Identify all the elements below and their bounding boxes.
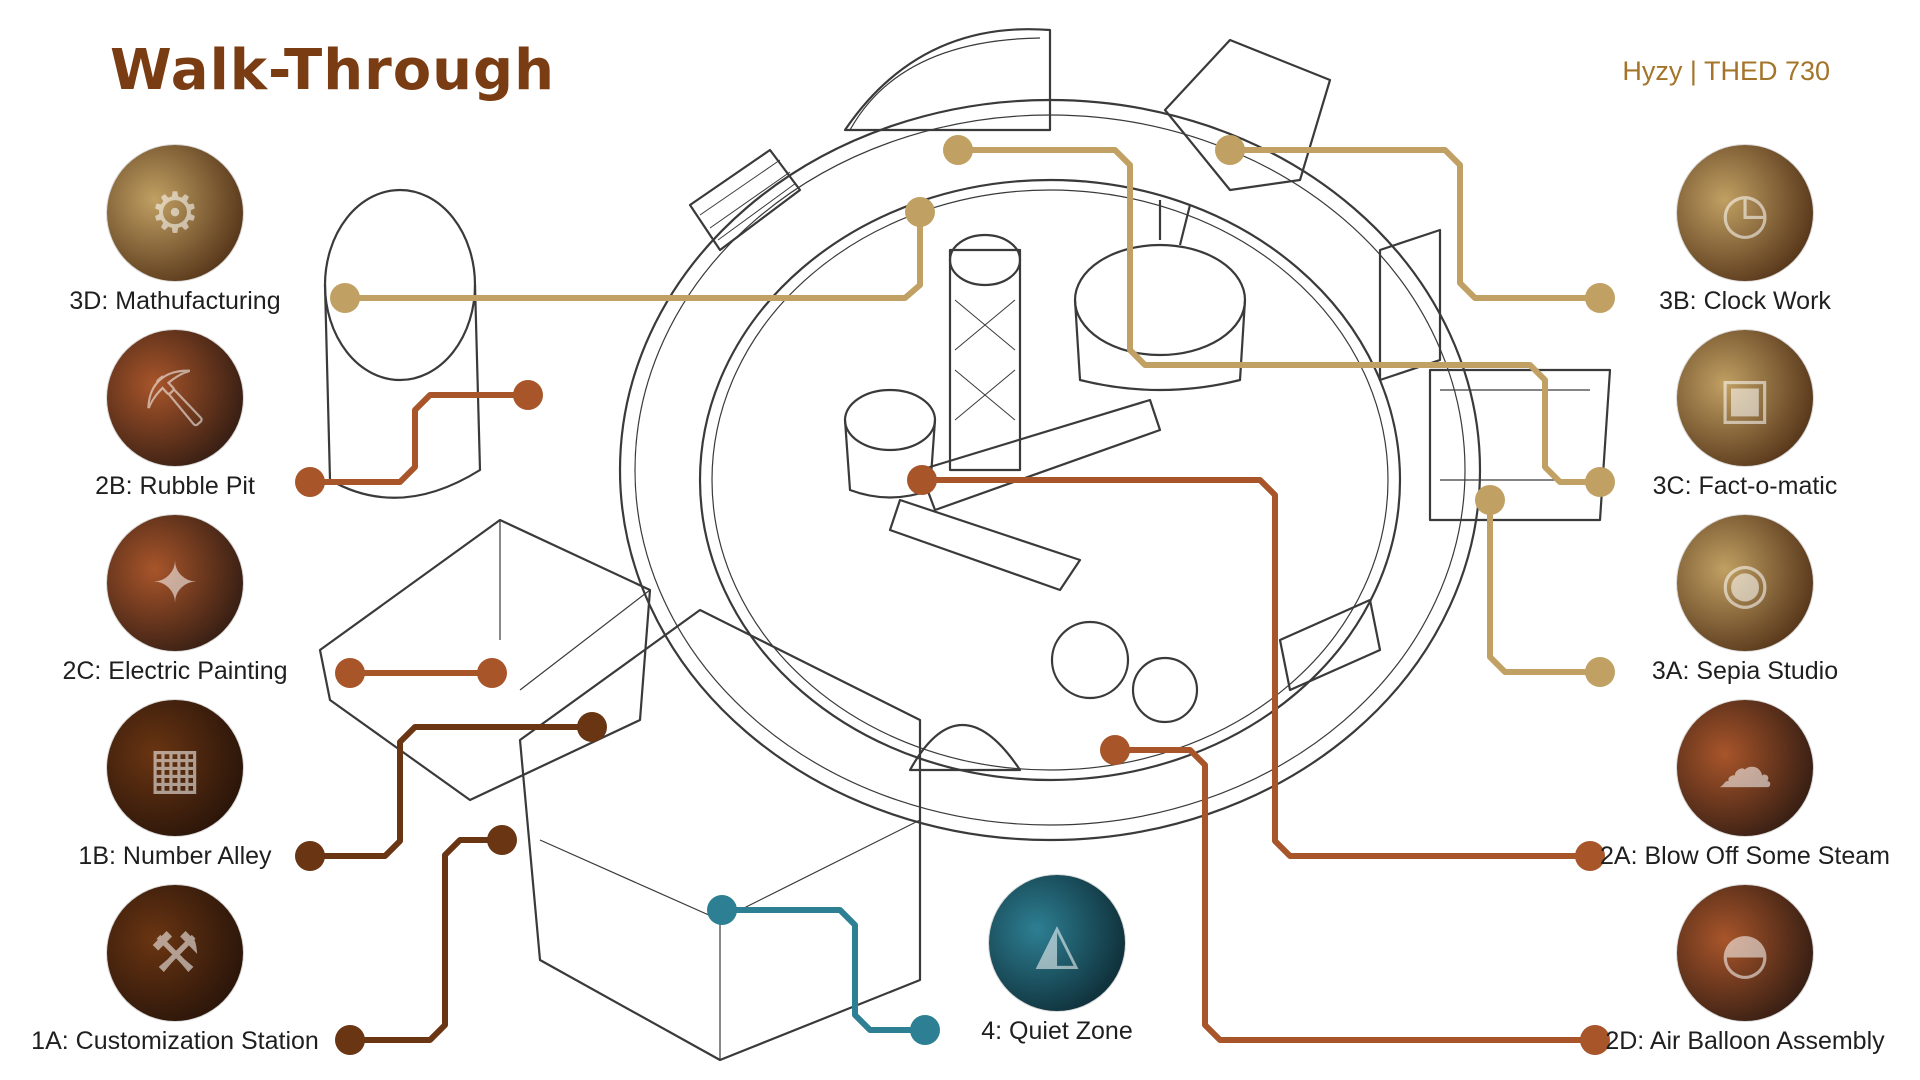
stop-1b[interactable]: ▦ 1B: Number Alley [25,700,325,871]
route-3d [330,197,935,313]
route-line-3c [955,147,1603,485]
route-end-dot [487,825,517,855]
stop-label: 2C: Electric Painting [62,657,288,685]
stop-label: 1A: Customization Station [31,1027,319,1055]
route-end-dot [1215,135,1245,165]
catapult-icon: ⛏ [107,330,243,466]
route-end-dot [477,658,507,688]
route-start-dot [335,658,365,688]
stop-3b[interactable]: ◷ 3B: Clock Work [1595,145,1895,316]
stop-label: 3A: Sepia Studio [1651,657,1839,685]
stairs-right [1278,598,1382,692]
route-4 [707,895,940,1045]
brick-alley-icon: ▦ [107,700,243,836]
route-3b [1215,135,1615,313]
machine-icon: ▣ [1677,330,1813,466]
route-line-1a [347,837,505,1043]
route-line-2d [1112,747,1598,1043]
stop-label: 2B: Rubble Pit [95,472,255,500]
stop-2d[interactable]: ◓ 2D: Air Balloon Assembly [1595,885,1895,1056]
stop-2b[interactable]: ⛏ 2B: Rubble Pit [25,330,325,501]
route-line-3a [1487,497,1603,675]
stop-2c[interactable]: ✦ 2C: Electric Painting [25,515,325,686]
route-start-dot [1580,1025,1610,1055]
tent-dome [908,723,1022,772]
route-end-dot [1475,485,1505,515]
route-1a [335,825,517,1055]
route-start-dot [1585,467,1615,497]
stop-label: 4: Quiet Zone [981,1017,1133,1045]
route-start-dot [910,1015,940,1045]
stop-2a[interactable]: ☁ 2A: Blow Off Some Steam [1595,700,1895,871]
inner-wall [698,178,1402,782]
stop-3a[interactable]: ◉ 3A: Sepia Studio [1595,515,1895,686]
route-start-dot [1585,657,1615,687]
route-end-dot [907,465,937,495]
page-title: Walk-Through [110,38,555,103]
route-line-2b [307,392,531,485]
route-end-dot [905,197,935,227]
author-credit: Hyzy | THED 730 [1622,56,1830,86]
glow-floor-icon: ✦ [107,515,243,651]
route-end-dot [513,380,543,410]
bridge [918,398,1162,512]
building-outline [318,28,1612,1062]
stairs-top [688,148,802,252]
silo-dome [1073,243,1247,357]
route-2b [295,380,543,497]
balloon-2 [1131,656,1199,724]
route-start-dot [1575,841,1605,871]
workshop-icon: ⚙ [107,145,243,281]
route-line-3b [1227,147,1603,301]
route-start-dot [295,841,325,871]
route-end-dot [577,712,607,742]
camera-icon: ◉ [1677,515,1813,651]
left-cylinder-body [323,284,482,499]
stop-label: 1B: Number Alley [78,842,272,870]
route-1b [295,712,607,871]
clock-wing [1163,38,1332,192]
route-3a [1475,485,1615,687]
steam-icon: ☁ [1677,700,1813,836]
route-end-dot [707,895,737,925]
stop-3d[interactable]: ⚙ 3D: Mathufacturing [25,145,325,316]
lower-room [518,608,922,1062]
route-3c [943,135,1615,497]
stop-1a[interactable]: ⚒ 1A: Customization Station [25,885,325,1056]
route-start-dot [330,283,360,313]
route-start-dot [335,1025,365,1055]
top-rotunda [843,28,1052,132]
route-end-dot [1100,735,1130,765]
route-line-3d [342,209,923,301]
right-box-upper [1378,228,1442,382]
route-2c [335,658,507,688]
route-2a [907,465,1605,871]
route-line-2a [919,477,1593,859]
stop-label: 2D: Air Balloon Assembly [1605,1027,1885,1055]
route-end-dot [943,135,973,165]
route-start-dot [295,467,325,497]
clock-icon: ◷ [1677,145,1813,281]
stop-label: 3D: Mathufacturing [69,287,281,315]
route-2d [1100,735,1610,1055]
stop-label: 3B: Clock Work [1659,287,1831,315]
station-icon: ⚒ [107,885,243,1021]
walkway [888,498,1082,592]
route-lines [295,135,1615,1055]
balloon-1 [1050,620,1130,700]
small-dome [843,388,937,452]
stop-3c[interactable]: ▣ 3C: Fact-o-matic [1595,330,1895,501]
stop-4[interactable]: ◭ 4: Quiet Zone [907,875,1207,1046]
stop-label: 3C: Fact-o-matic [1652,472,1838,500]
balloon-icon: ◓ [1677,885,1813,1021]
central-tower [948,248,1022,472]
right-box-lower [1428,368,1612,522]
route-start-dot [1585,283,1615,313]
slide-icon: ◭ [989,875,1125,1011]
route-line-4 [719,907,928,1033]
stop-label: 2A: Blow Off Some Steam [1600,842,1890,870]
route-line-1b [307,724,595,859]
